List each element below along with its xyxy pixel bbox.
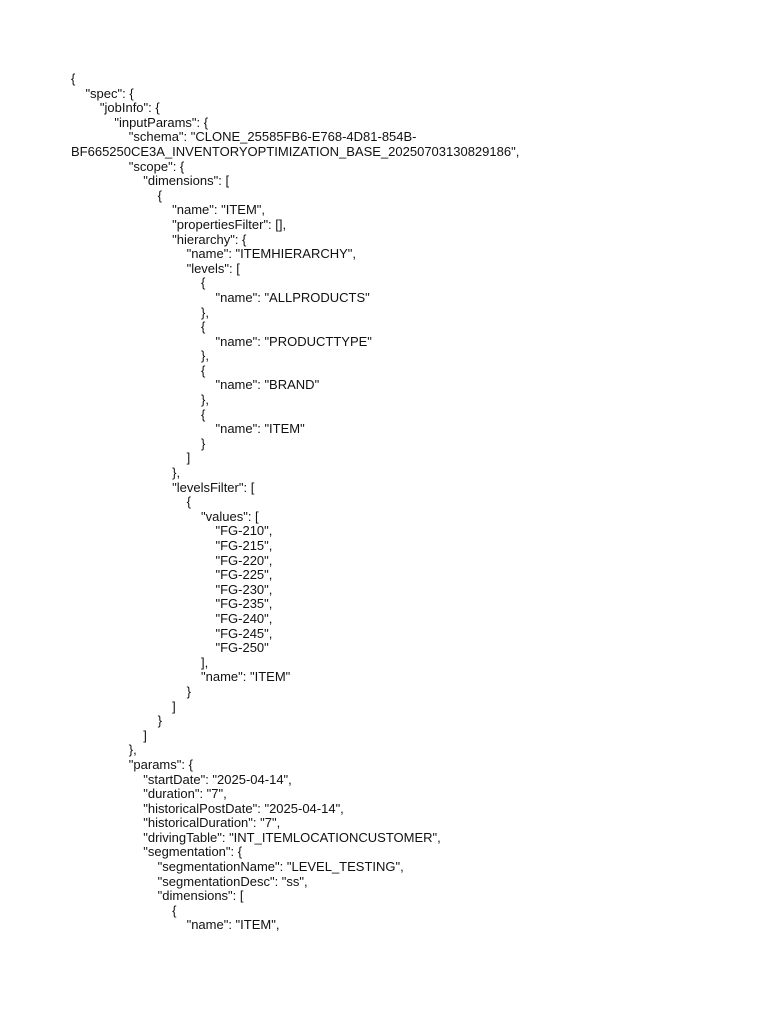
code-line: "segmentation": { [71, 844, 243, 860]
code-line: "FG-240", [71, 610, 273, 626]
code-line: { [71, 494, 191, 510]
code-line: "duration": "7", [71, 786, 227, 802]
code-line: "inputParams": { [71, 114, 209, 130]
code-line: ] [71, 450, 191, 466]
code-line: "FG-235", [71, 596, 273, 612]
code-line: { [71, 362, 206, 378]
code-line: "segmentationName": "LEVEL_TESTING", [71, 859, 404, 875]
code-line: { [71, 902, 177, 918]
code-line: "scope": { [71, 158, 185, 174]
code-line: "startDate": "2025-04-14", [71, 771, 292, 787]
code-line: }, [71, 742, 137, 758]
code-line: ], [71, 654, 209, 670]
code-line: "dimensions": [ [71, 173, 230, 189]
code-line: "name": "ITEMHIERARCHY", [71, 246, 357, 262]
code-line: } [71, 683, 191, 699]
code-line: { [71, 187, 163, 203]
code-line: "name": "ITEM" [71, 669, 291, 685]
code-line: { [71, 275, 206, 291]
code-line: "spec": { [71, 85, 134, 101]
code-line: "FG-225", [71, 567, 273, 583]
code-line: { [71, 71, 76, 86]
code-line: "jobInfo": { [71, 100, 160, 116]
code-line: "params": { [71, 756, 193, 772]
json-code-block: { "spec": { "jobInfo": { "inputParams": … [71, 71, 751, 933]
code-line: BF665250CE3A_INVENTORYOPTIMIZATION_BASE_… [71, 143, 520, 159]
code-line: "FG-215", [71, 538, 273, 553]
code-line: "segmentationDesc": "ss", [71, 873, 308, 889]
code-line: }, [71, 348, 209, 364]
code-line: { [71, 319, 206, 335]
code-line: "levelsFilter": [ [71, 479, 255, 495]
code-line: ] [71, 698, 176, 714]
code-line: } [71, 435, 206, 451]
code-line: { [71, 406, 206, 422]
code-line: } [71, 713, 163, 729]
code-line: "schema": "CLONE_25585FB6-E768-4D81-854B… [71, 129, 417, 145]
code-line: "dimensions": [ [71, 888, 244, 904]
code-line: "name": "BRAND" [71, 377, 320, 393]
code-line: "FG-220", [71, 552, 273, 568]
code-line: }, [71, 465, 181, 481]
code-line: "historicalPostDate": "2025-04-14", [71, 800, 344, 816]
code-line: "name": "ITEM", [71, 202, 265, 218]
code-line: "historicalDuration": "7", [71, 815, 281, 831]
code-line: "propertiesFilter": [], [71, 216, 287, 232]
code-line: ] [71, 727, 147, 743]
code-line: "FG-245", [71, 625, 273, 641]
code-line: "drivingTable": "INT_ITEMLOCATIONCUSTOME… [71, 829, 441, 845]
code-line: "FG-230", [71, 581, 273, 597]
code-line: "name": "PRODUCTTYPE" [71, 333, 372, 349]
code-line: "name": "ITEM" [71, 421, 305, 437]
code-line: }, [71, 304, 209, 320]
code-line: "FG-210", [71, 523, 273, 539]
code-line: }, [71, 392, 209, 408]
code-line: "levels": [ [71, 260, 240, 276]
code-line: "name": "ALLPRODUCTS" [71, 289, 370, 305]
code-line: "FG-250" [71, 640, 269, 656]
code-line: "name": "ITEM", [71, 917, 280, 933]
code-line: "values": [ [71, 508, 259, 524]
code-line: "hierarchy": { [71, 231, 247, 247]
